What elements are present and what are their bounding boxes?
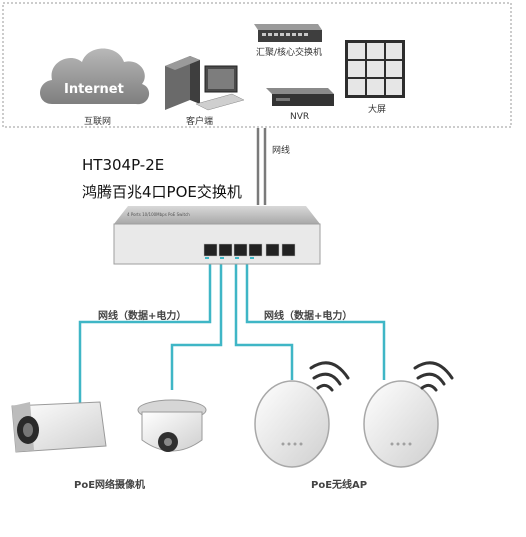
top-devices-frame [2, 2, 512, 128]
poe-cables [78, 262, 386, 405]
dome-camera-icon [137, 399, 207, 452]
core-switch-label: 汇聚/核心交换机 [256, 48, 323, 58]
wifi-signal-icon [309, 361, 350, 392]
wifi-signal-icon [413, 361, 454, 392]
client-pc-icon [165, 56, 245, 111]
nvr-label: NVR [290, 112, 310, 122]
internet-cloud-text: Internet [64, 82, 124, 97]
switch-model: HT304P-2E [82, 156, 165, 174]
wireless-ap-right-icon [363, 380, 439, 468]
switch-faceplate-text: 4 Ports 10/100Mbps PoE Switch [127, 212, 190, 217]
wireless-ap-left-icon [254, 380, 330, 468]
poe-cable-right-label: 网线（数据+电力） [264, 311, 353, 322]
core-switch-icon [254, 24, 322, 42]
uplink-cable-label: 网线 [272, 146, 291, 156]
bullet-camera-icon [11, 401, 107, 453]
poe-cable-left-label: 网线（数据+电力） [98, 311, 187, 322]
ap-label: PoE无线AP [311, 480, 368, 491]
video-wall-icon [345, 40, 405, 98]
client-label: 客户端 [186, 117, 214, 127]
nvr-icon [266, 88, 334, 106]
internet-label: 互联网 [84, 117, 112, 127]
screen-label: 大屏 [368, 105, 387, 115]
uplink-cables [256, 128, 267, 205]
internet-cloud-icon [40, 48, 150, 105]
poe-switch-device [113, 206, 321, 265]
switch-description: 鸿腾百兆4口POE交换机 [82, 183, 242, 201]
camera-label: PoE网络摄像机 [74, 480, 146, 491]
